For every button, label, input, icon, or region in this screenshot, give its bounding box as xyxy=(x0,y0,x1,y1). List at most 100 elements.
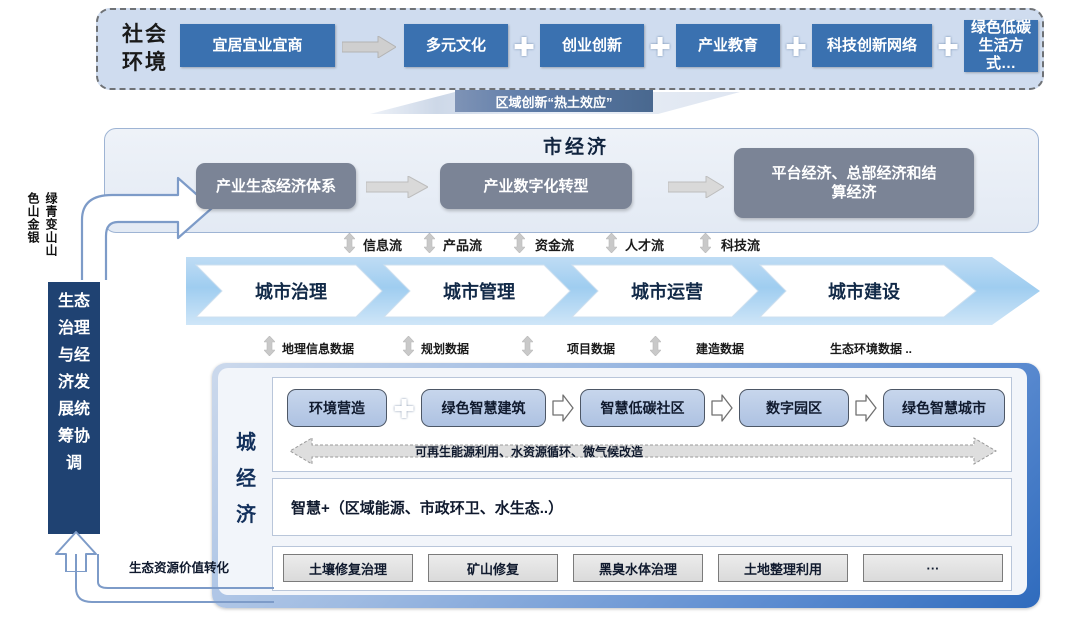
city-economy-box-3-label: 平台经济、总部经济和结算经济 xyxy=(771,165,937,201)
social-title-line-2: 环境 xyxy=(122,51,168,74)
flow-label-3: 人才流 xyxy=(625,238,665,253)
city-economy-box-1-label: 产业生态经济体系 xyxy=(215,177,336,195)
plus-icon-1: ✚ xyxy=(513,32,535,62)
social-environment-title: 社会 环境 xyxy=(112,20,178,78)
social-title-line-1: 社会 xyxy=(122,23,168,46)
eco-box-line-5: 筹协 xyxy=(57,428,90,445)
eco-box-line-0: 生态 xyxy=(57,293,90,310)
return-path-connector xyxy=(74,552,274,608)
remediation-btn-1-label: 矿山修复 xyxy=(466,561,519,577)
town-chain-box-2[interactable]: 智慧低碳社区 xyxy=(580,389,705,427)
plus-icon-3: ✚ xyxy=(785,32,807,62)
remediation-btn-0-label: 土壤修复治理 xyxy=(308,561,387,577)
social-box-6[interactable]: 绿色低碳生活方式… xyxy=(964,19,1038,72)
chevron-item-2[interactable]: 城市运营 xyxy=(587,279,747,303)
double-arrow-icon-data-0 xyxy=(263,335,276,361)
double-arrow-icon-flow-4 xyxy=(699,232,712,258)
arrow-right-icon-town-2 xyxy=(711,394,733,422)
town-chain-box-2-label: 智慧低碳社区 xyxy=(600,400,685,416)
social-box-3[interactable]: 创业创新 xyxy=(540,24,644,67)
data-label-2: 项目数据 xyxy=(567,342,616,356)
remediation-btn-3-label: 土地整理利用 xyxy=(743,561,822,577)
social-box-5-label: 科技创新网络 xyxy=(826,36,917,54)
remediation-btn-4[interactable]: ··· xyxy=(863,554,1003,582)
eco-governance-box: 生态 治理 与经 济发 展统 筹协 调 xyxy=(48,282,100,534)
town-title-line-2: 经 xyxy=(236,468,256,490)
city-economy-box-3[interactable]: 平台经济、总部经济和结算经济 xyxy=(734,148,974,218)
ribbon-label: 区域创新“热土效应” xyxy=(455,90,653,112)
social-box-2[interactable]: 多元文化 xyxy=(404,24,508,67)
value-transform-label: 生态资源价值转化 xyxy=(106,556,252,576)
double-arrow-icon-data-1 xyxy=(402,335,415,361)
social-box-5[interactable]: 科技创新网络 xyxy=(812,24,932,67)
chevron-item-1[interactable]: 城市管理 xyxy=(399,279,559,303)
remediation-btn-3[interactable]: 土地整理利用 xyxy=(718,554,848,582)
city-economy-box-2[interactable]: 产业数字化转型 xyxy=(440,163,632,209)
eco-box-line-1: 治理 xyxy=(57,320,90,337)
town-chain-box-3[interactable]: 数字园区 xyxy=(739,389,849,427)
city-economy-box-1[interactable]: 产业生态经济体系 xyxy=(196,163,356,209)
double-arrow-icon-flow-3 xyxy=(605,232,618,258)
data-label-3: 建造数据 xyxy=(696,342,745,356)
arrow-right-icon-social xyxy=(341,35,397,59)
town-title-line-1: 城 xyxy=(236,432,256,454)
plus-icon-2: ✚ xyxy=(649,32,671,62)
chevron-item-2-label: 城市运营 xyxy=(631,282,703,302)
data-label-1: 规划数据 xyxy=(421,342,470,356)
social-box-1-label: 宜居宜业宜商 xyxy=(212,36,303,54)
town-chain-box-0[interactable]: 环境营造 xyxy=(287,389,387,427)
social-box-1[interactable]: 宜居宜业宜商 xyxy=(180,24,335,67)
chevron-item-3[interactable]: 城市建设 xyxy=(779,279,949,303)
town-chain-box-4-label: 绿色智慧城市 xyxy=(902,400,986,416)
plus-icon-4: ✚ xyxy=(937,32,959,62)
bidirectional-arrow-label: 可再生能源利用、水资源循环、微气候改造 xyxy=(415,445,644,459)
arrow-right-icon-city-2 xyxy=(667,175,725,199)
town-chain-box-0-label: 环境营造 xyxy=(309,400,365,416)
remediation-btn-2[interactable]: 黑臭水体治理 xyxy=(573,554,703,582)
double-arrow-icon-flow-0 xyxy=(343,232,356,258)
remediation-btn-1[interactable]: 矿山修复 xyxy=(428,554,558,582)
town-chain-box-1[interactable]: 绿色智慧建筑 xyxy=(421,389,546,427)
remediation-btn-0[interactable]: 土壤修复治理 xyxy=(283,554,413,582)
flow-label-0: 信息流 xyxy=(363,238,403,253)
city-economy-title-text: 市经济 xyxy=(542,136,609,158)
double-arrow-icon-data-2 xyxy=(521,335,534,361)
arrow-right-icon-town-1 xyxy=(552,394,574,422)
eco-box-line-2: 与经 xyxy=(57,347,90,364)
social-box-3-label: 创业创新 xyxy=(561,36,622,54)
social-box-4[interactable]: 产业教育 xyxy=(676,24,780,67)
social-box-2-label: 多元文化 xyxy=(425,36,486,54)
chevron-item-3-label: 城市建设 xyxy=(828,282,900,302)
chevron-item-0[interactable]: 城市治理 xyxy=(211,279,371,303)
city-economy-title: 市经济 xyxy=(486,133,666,158)
town-economy-title: 城 经 济 xyxy=(228,424,264,534)
flow-label-2: 资金流 xyxy=(535,238,575,253)
chevron-item-0-label: 城市治理 xyxy=(255,282,327,302)
social-box-4-label: 产业教育 xyxy=(697,36,758,54)
eco-box-line-3: 济发 xyxy=(57,374,90,391)
value-transform-label-text: 生态资源价值转化 xyxy=(128,560,229,575)
ribbon-label-text: 区域创新“热土效应” xyxy=(495,94,613,110)
green-slogan-col-left: 色山金银 xyxy=(26,192,40,244)
smart-plus-card xyxy=(272,478,1012,536)
data-label-0: 地理信息数据 xyxy=(282,342,355,356)
arrow-right-icon-town-3 xyxy=(855,394,877,422)
eco-box-line-6: 调 xyxy=(65,455,82,472)
town-chain-box-3-label: 数字园区 xyxy=(766,400,822,416)
city-lifecycle-band xyxy=(186,257,1040,325)
eco-box-line-4: 展统 xyxy=(57,401,90,418)
flow-label-1: 产品流 xyxy=(443,238,483,253)
data-label-4: 生态环境数据 .. xyxy=(830,342,913,356)
town-chain-box-1-label: 绿色智慧建筑 xyxy=(441,400,526,416)
city-economy-box-2-label: 产业数字化转型 xyxy=(483,177,589,195)
plus-icon-town: ✚ xyxy=(393,394,415,424)
chevron-item-1-label: 城市管理 xyxy=(443,282,515,302)
double-arrow-icon-flow-2 xyxy=(513,232,526,258)
town-chain-box-4[interactable]: 绿色智慧城市 xyxy=(883,389,1005,427)
remediation-btn-2-label: 黑臭水体治理 xyxy=(598,561,677,577)
flow-label-4: 科技流 xyxy=(721,238,761,253)
arrow-right-icon-city-1 xyxy=(365,175,430,199)
smart-plus-label: 智慧+（区域能源、市政环卫、水生态..） xyxy=(291,500,564,517)
double-arrow-icon-data-3 xyxy=(649,335,662,361)
